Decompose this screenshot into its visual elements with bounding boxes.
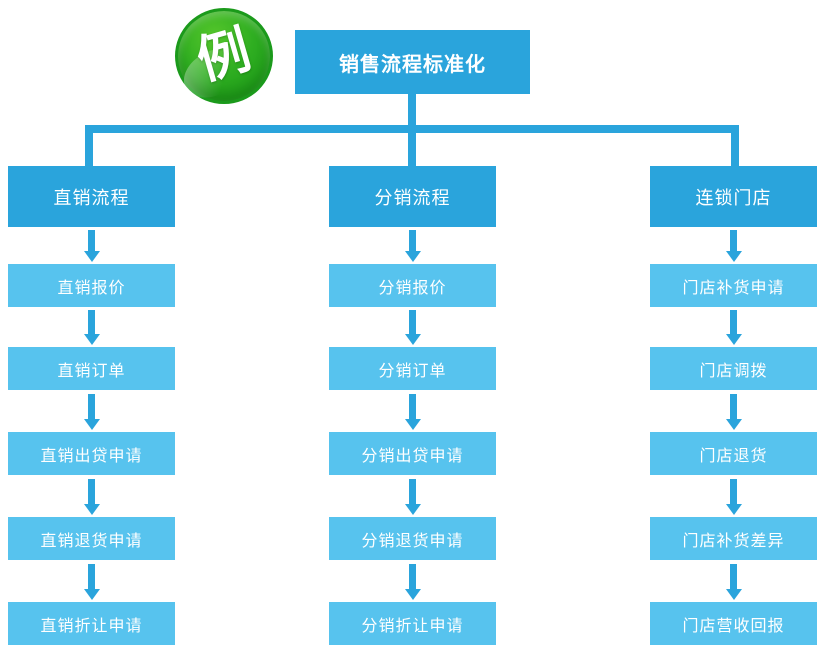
flow-step: 门店调拨 <box>650 347 817 390</box>
example-badge: 例 <box>175 8 273 104</box>
arrow-head-icon <box>404 334 421 345</box>
arrow-head-icon <box>83 251 100 262</box>
flow-step: 直销折让申请 <box>8 602 175 645</box>
down-arrow <box>83 479 100 515</box>
connector-drop-right <box>731 131 739 166</box>
arrow-shaft <box>409 479 416 504</box>
arrow-head-icon <box>404 419 421 430</box>
arrow-head-icon <box>83 419 100 430</box>
flow-step: 分销报价 <box>329 264 496 307</box>
flow-step: 门店退货 <box>650 432 817 475</box>
down-arrow <box>83 230 100 262</box>
arrow-head-icon <box>404 504 421 515</box>
flow-step: 直销订单 <box>8 347 175 390</box>
arrow-head-icon <box>725 589 742 600</box>
flow-title: 销售流程标准化 <box>295 30 530 94</box>
column-chain-stores: 连锁门店 门店补货申请 门店调拨 门店退货 门店补货差异 门店营收回报 <box>650 166 817 646</box>
connector-drop-middle <box>408 131 416 166</box>
arrow-shaft <box>730 310 737 334</box>
flow-step: 分销折让申请 <box>329 602 496 645</box>
arrow-shaft <box>409 394 416 419</box>
arrow-shaft <box>88 479 95 504</box>
arrow-shaft <box>409 310 416 334</box>
down-arrow <box>404 564 421 600</box>
flow-step: 门店补货差异 <box>650 517 817 560</box>
arrow-shaft <box>88 230 95 251</box>
down-arrow <box>404 230 421 262</box>
down-arrow <box>725 310 742 345</box>
down-arrow <box>83 564 100 600</box>
column-header: 分销流程 <box>329 166 496 227</box>
column-distribution: 分销流程 分销报价 分销订单 分销出贷申请 分销退货申请 分销折让申请 <box>329 166 496 646</box>
arrow-shaft <box>730 394 737 419</box>
flow-step: 门店补货申请 <box>650 264 817 307</box>
flow-step: 直销出贷申请 <box>8 432 175 475</box>
down-arrow <box>725 479 742 515</box>
arrow-head-icon <box>83 504 100 515</box>
connector-horizontal-bar <box>85 125 739 133</box>
flow-step: 分销退货申请 <box>329 517 496 560</box>
down-arrow <box>404 479 421 515</box>
arrow-head-icon <box>404 251 421 262</box>
arrow-shaft <box>730 230 737 251</box>
connector-stem <box>408 93 416 126</box>
arrow-head-icon <box>725 251 742 262</box>
arrow-shaft <box>88 310 95 334</box>
arrow-head-icon <box>725 334 742 345</box>
flow-step: 分销订单 <box>329 347 496 390</box>
down-arrow <box>725 230 742 262</box>
flow-step: 直销退货申请 <box>8 517 175 560</box>
down-arrow <box>725 394 742 430</box>
down-arrow <box>404 310 421 345</box>
flow-step: 分销出贷申请 <box>329 432 496 475</box>
arrow-head-icon <box>404 589 421 600</box>
column-header: 连锁门店 <box>650 166 817 227</box>
arrow-shaft <box>730 479 737 504</box>
connector-drop-left <box>85 131 93 166</box>
arrow-head-icon <box>83 334 100 345</box>
arrow-shaft <box>409 230 416 251</box>
arrow-shaft <box>409 564 416 589</box>
arrow-shaft <box>730 564 737 589</box>
down-arrow <box>83 394 100 430</box>
flow-step: 直销报价 <box>8 264 175 307</box>
arrow-shaft <box>88 564 95 589</box>
arrow-head-icon <box>725 504 742 515</box>
arrow-shaft <box>88 394 95 419</box>
example-badge-label: 例 <box>190 19 258 93</box>
down-arrow <box>83 310 100 345</box>
column-direct-sales: 直销流程 直销报价 直销订单 直销出贷申请 直销退货申请 直销折让申请 <box>8 166 175 646</box>
down-arrow <box>404 394 421 430</box>
down-arrow <box>725 564 742 600</box>
flow-step: 门店营收回报 <box>650 602 817 645</box>
column-header: 直销流程 <box>8 166 175 227</box>
arrow-head-icon <box>725 419 742 430</box>
arrow-head-icon <box>83 589 100 600</box>
